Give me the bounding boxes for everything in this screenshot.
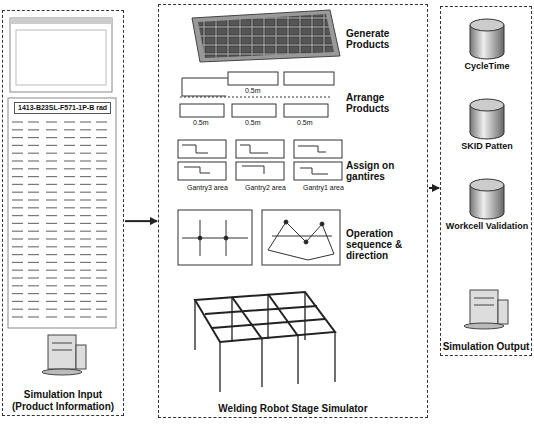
area-label: Gantry2 area [244,184,287,192]
dimension: 0.5m [296,119,314,127]
server-icon [464,290,508,329]
server-icon [42,335,86,375]
products-image [192,10,340,62]
output-label: Workcell Validation [445,221,529,231]
step-label: Assign on gantires [346,160,424,182]
output-label: CycleTime [445,61,529,71]
panel-title: Simulation Output [441,341,531,353]
output-label: SKID Patten [445,141,529,151]
dashed-panel: Welding Robot Stage Simulator [158,4,428,418]
dimension: 0.5m [244,87,262,95]
database-cylinder: Workcell Validation [445,177,529,231]
panel-title: Simulation Input (Product Information) [3,389,123,412]
file-title: 1413-B23SL-F571-1P-B rad [14,102,111,114]
panel-title: Welding Robot Stage Simulator [159,403,427,415]
gantry-stage-image [195,292,335,392]
dimension: 0.5m [244,119,262,127]
step-label: Arrange Products [346,92,424,114]
flow-arrow [125,220,157,222]
flow-arrow [429,187,439,189]
step-label: Generate Products [346,28,424,50]
dashed-panel: Simulation Output CycleTimeSKID PattenWor… [440,6,532,356]
database-cylinder: CycleTime [445,17,529,71]
input-screenshot [8,18,116,328]
area-label: Gantry3 area [186,184,229,192]
sequence-image [178,210,340,265]
area-label: Gantry1 area [302,184,345,192]
database-cylinder: SKID Patten [445,97,529,151]
dimension: 0.5m [192,119,210,127]
cylinder-icon [467,17,507,61]
dashed-panel: Simulation Input (Product Information) [2,10,124,416]
gantry-assign-image [178,140,342,180]
cylinder-icon [467,97,507,141]
step-label: Operation sequence & direction [346,228,424,261]
cylinder-icon [467,177,507,221]
arrange-image [180,72,334,117]
